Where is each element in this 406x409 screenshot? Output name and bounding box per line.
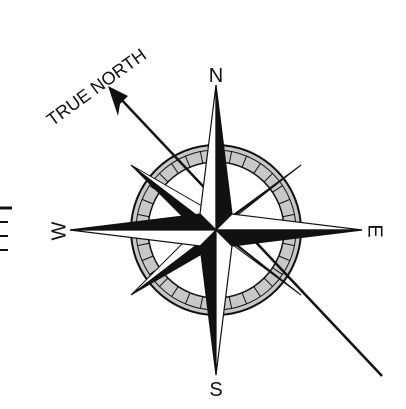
label-s: S [209,379,222,401]
star-cardinals [70,85,362,375]
edge-marker [0,208,12,250]
label-true-north: TRUE NORTH [43,44,150,129]
label-e: E [364,224,386,237]
label-n: N [209,65,223,87]
true-north-arrowhead [108,86,128,116]
label-w: W [48,221,70,240]
